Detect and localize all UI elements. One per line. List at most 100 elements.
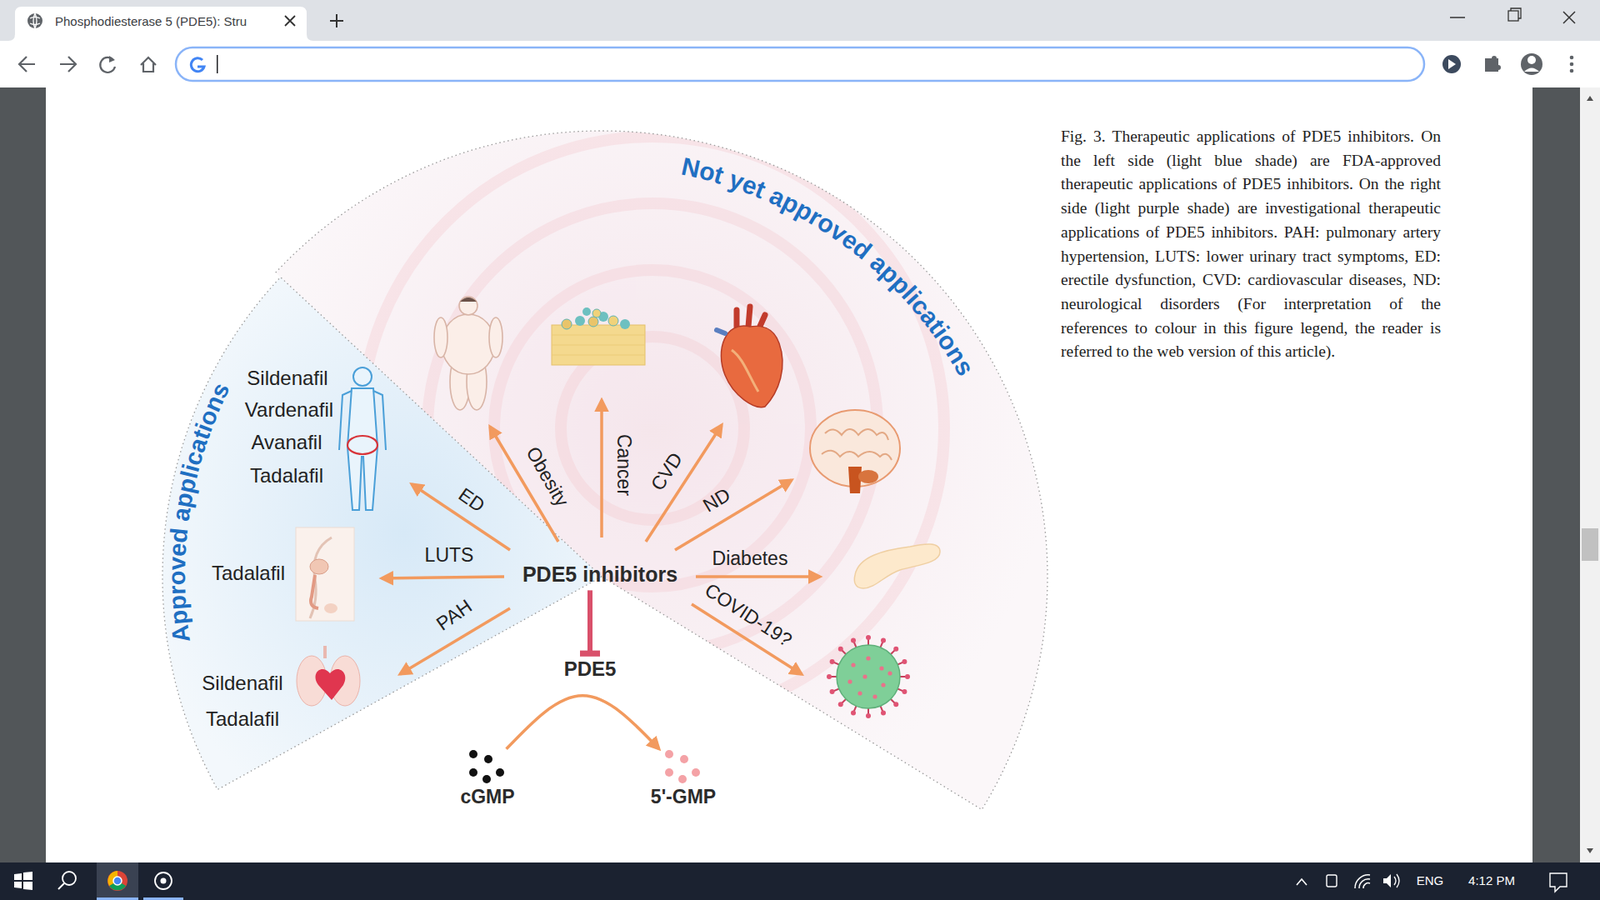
taskbar-part	[1394, 874, 1400, 888]
address-bar-part	[1442, 55, 1461, 74]
virus-icon-part	[836, 645, 900, 709]
virus-icon-part-part	[879, 665, 884, 670]
virus-icon-part-part	[901, 689, 907, 695]
address-bar-part	[19, 56, 35, 72]
address-bar-part	[1570, 69, 1575, 74]
pelvis-icon-part	[295, 527, 355, 621]
taskbar-part	[96, 862, 139, 900]
virus-icon-part-part	[850, 638, 856, 644]
virus-icon-part	[826, 635, 910, 719]
drug-name: Tadalafil	[211, 561, 285, 585]
virus-icon-part-part	[887, 670, 892, 675]
male-body-icon-part	[347, 388, 378, 510]
enzyme-label: PDE5	[564, 657, 617, 681]
virus-icon-part-part	[865, 713, 871, 719]
pdf-viewer-part	[0, 87, 1580, 863]
virus-icon-part-part	[880, 710, 886, 715]
address-bar-part	[190, 58, 205, 72]
cancer-tissue-icon-part	[551, 335, 645, 355]
virus-icon-part-part	[872, 694, 877, 699]
taskbar-part	[1326, 875, 1337, 887]
tab-bar-part	[27, 13, 43, 29]
male-body-icon-part	[353, 367, 372, 386]
brain-icon-part	[858, 470, 879, 484]
brain-icon	[810, 410, 900, 494]
obesity-icon	[434, 296, 503, 410]
tab-bar-part	[1510, 8, 1521, 19]
taskbar-part	[1550, 873, 1567, 892]
virus-icon-part-part	[857, 690, 862, 695]
taskbar-part	[96, 897, 139, 900]
virus-icon-part-part	[893, 646, 899, 652]
pelvis-icon-part	[310, 575, 319, 609]
address-bar-part	[1485, 55, 1501, 72]
brain-icon-part	[821, 429, 892, 460]
virus-icon-part-part	[905, 674, 910, 680]
pancreas-icon-part	[854, 544, 940, 589]
address-bar-part	[109, 55, 115, 63]
application-arrows-part	[600, 400, 604, 538]
pelvis-icon	[295, 527, 355, 621]
molecule-dots	[662, 747, 705, 786]
male-body-icon	[339, 367, 386, 510]
node-text: PDE5 inhibitors	[522, 562, 678, 587]
tab-bar-part	[1450, 16, 1465, 19]
male-body-icon-part	[339, 390, 386, 450]
molecule-dot	[469, 768, 478, 777]
tab-bar-part	[330, 14, 344, 28]
virus-icon-part-part	[880, 638, 886, 644]
drug-class-label: PDE5 inhibitors	[522, 562, 678, 587]
molecule-dot	[665, 750, 674, 759]
obesity-icon-part	[434, 317, 448, 358]
drug-name: Tadalafil	[250, 464, 324, 488]
male-body-icon-part	[347, 435, 378, 455]
application-arrows-part	[381, 576, 505, 579]
drug-name: Vardenafil	[245, 398, 334, 422]
obesity-icon-part	[459, 296, 478, 315]
reaction-arrow	[506, 695, 660, 750]
heart-icon-part	[716, 330, 725, 334]
address-bar-part	[175, 47, 1425, 81]
drug-name: Sildenafil	[201, 671, 283, 695]
taskbar-part	[1355, 875, 1370, 889]
region-titles: Not yet approved applicationsApproved ap…	[163, 152, 980, 645]
tab-bar-part	[0, 0, 1600, 41]
molecule-node: cGMP	[460, 747, 515, 808]
virus-icon-part-part	[865, 655, 870, 660]
address-bar	[0, 40, 1600, 88]
tray-clock: 4:12 PM	[1468, 873, 1515, 888]
drug-name: Avanafil	[251, 430, 323, 455]
application-arrows-part	[411, 484, 510, 550]
pelvis-icon-part	[324, 603, 338, 614]
virus-icon-part-part	[901, 659, 907, 665]
molecule-dot	[482, 775, 491, 784]
obesity-icon-part	[441, 314, 495, 375]
molecule-node: 5'-GMP	[650, 747, 716, 808]
tab-title: Phosphodiesterase 5 (PDE5): Stru	[55, 14, 247, 29]
taskbar-part	[14, 871, 33, 890]
drug-name: Tadalafil	[205, 707, 280, 731]
taskbar-part	[1296, 879, 1307, 885]
address-bar-part	[1520, 53, 1543, 75]
node-text: PDE5	[564, 657, 617, 681]
address-bar-part	[1448, 59, 1456, 70]
heart-icon-part	[731, 350, 759, 392]
figure-regions-part	[162, 130, 1048, 810]
application-arrows-part	[675, 480, 792, 550]
molecule-dot	[691, 768, 700, 777]
molecule-dot	[678, 775, 687, 784]
tab-bar-part	[1508, 10, 1519, 21]
inhibition-connector	[587, 590, 593, 654]
cancer-tissue-icon-part	[608, 315, 619, 326]
molecule-dot	[665, 768, 674, 777]
application-arrows-part	[645, 425, 722, 542]
pdf-viewer-part	[45, 87, 1533, 863]
tab-bar-part	[285, 15, 295, 26]
taskbar-part	[58, 883, 65, 890]
pdf-viewer-part	[1586, 95, 1594, 854]
virus-icon-part-part	[830, 689, 835, 695]
tab-bar	[0, 0, 1600, 41]
figure-regions	[162, 130, 1048, 810]
virus-icon-part-part	[847, 679, 852, 684]
